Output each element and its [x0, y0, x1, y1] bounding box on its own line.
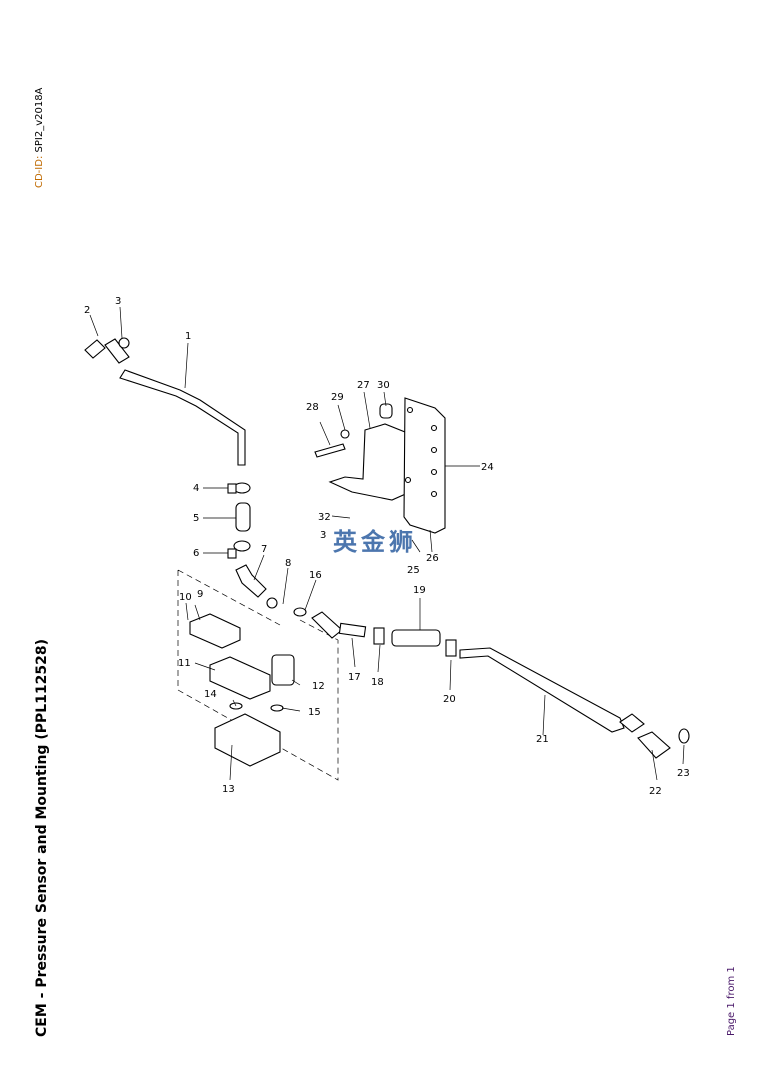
callout-10: 10 [179, 592, 192, 603]
callout-23: 23 [677, 768, 690, 779]
callout-8: 8 [285, 558, 291, 569]
callout-11: 11 [178, 658, 191, 669]
callout-30: 30 [377, 380, 390, 391]
hose-fittings [227, 482, 278, 609]
callout-19: 19 [413, 585, 426, 596]
callout-15: 15 [308, 707, 321, 718]
callout-17: 17 [348, 672, 361, 683]
callout-25: 25 [407, 565, 420, 576]
bracket-assembly [314, 397, 446, 534]
callout-21: 21 [536, 734, 549, 745]
callout-13: 13 [222, 784, 235, 795]
callout-3: 3 [320, 530, 326, 541]
callout-22: 22 [649, 786, 662, 797]
callout-27: 27 [357, 380, 370, 391]
callout-labels: 2 3 1 4 5 6 7 8 9 10 11 12 13 14 15 16 1… [84, 296, 690, 797]
pipe-21 [293, 607, 690, 759]
callout-28: 28 [306, 402, 319, 413]
callout-12: 12 [312, 681, 325, 692]
callout-1: 1 [185, 331, 191, 342]
callout-26: 26 [426, 553, 439, 564]
watermark: 英金狮 [333, 528, 417, 556]
callout-4: 4 [193, 483, 199, 494]
callout-7: 7 [261, 544, 267, 555]
callout-9: 9 [197, 589, 203, 600]
callout-24: 24 [481, 462, 494, 473]
callout-2: 2 [84, 305, 90, 316]
callout-3: 3 [115, 296, 121, 307]
callout-20: 20 [443, 694, 456, 705]
callout-29: 29 [331, 392, 344, 403]
callout-32: 32 [318, 512, 331, 523]
callout-16: 16 [309, 570, 322, 581]
callout-6: 6 [193, 548, 199, 559]
callout-14: 14 [204, 689, 217, 700]
leader-lines [89, 306, 685, 781]
pipe-1 [84, 337, 246, 466]
callout-18: 18 [371, 677, 384, 688]
callout-5: 5 [193, 513, 199, 524]
